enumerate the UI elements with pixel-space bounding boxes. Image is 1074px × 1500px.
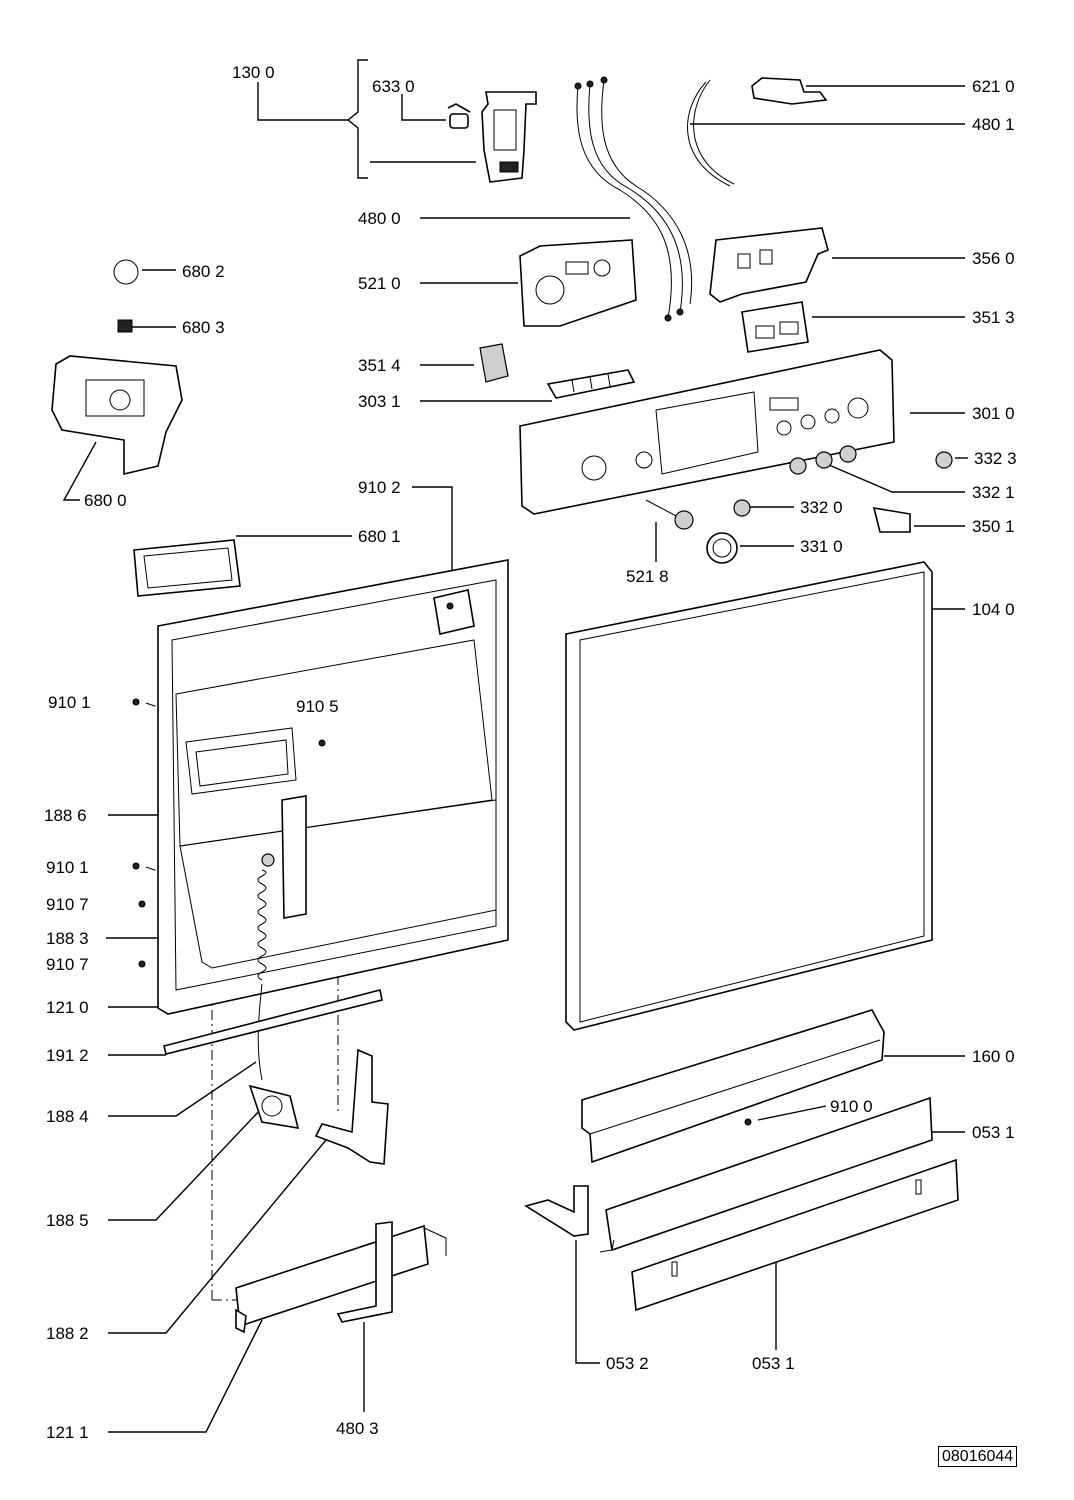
part-door-catch-1300 [481,91,537,183]
part-outer-door-1040 [565,561,933,1031]
label-9107-upper: 910 7 [46,895,89,914]
part-wiring-4800 [574,76,693,322]
label-1884: 188 4 [46,1107,89,1126]
label-6803: 680 3 [182,318,225,337]
label-4800: 480 0 [358,209,401,228]
label-1883: 188 3 [46,929,89,948]
part-cable-1884 [257,983,263,1081]
label-6801: 680 1 [358,527,401,546]
part-clip-6803 [117,319,133,333]
part-knobs-3321 [789,445,857,475]
label-1886: 188 6 [44,806,87,825]
label-3514: 351 4 [358,356,401,375]
part-strap-4803 [336,1221,393,1323]
label-6802: 680 2 [182,262,225,281]
label-1211: 121 1 [46,1423,89,1442]
label-5218: 521 8 [626,567,669,586]
label-3310: 331 0 [800,537,843,556]
part-seal-6802 [113,259,139,285]
label-6210: 621 0 [972,77,1015,96]
part-display-window-3501 [872,507,911,533]
label-3513: 351 3 [972,308,1015,327]
part-pulley-1885 [248,1084,300,1129]
part-dial-3310 [706,532,738,564]
label-5210: 521 0 [358,274,401,293]
label-3560: 356 0 [972,249,1015,268]
label-9101-upper: 910 1 [48,693,91,712]
label-9100: 910 0 [830,1097,873,1116]
leader-lines [62,59,968,1433]
part-bracket-3560 [709,227,829,303]
part-rail-1912 [163,989,383,1055]
part-wiring-4801 [687,79,735,187]
part-hinge-strap-1883 [281,795,307,919]
label-6330: 633 0 [372,77,415,96]
part-hinge-9102 [433,589,475,635]
label-9101-lower: 910 1 [46,858,89,877]
part-button-strip-3031 [546,369,636,399]
label-0531-bottom: 053 1 [752,1354,795,1373]
part-panel-0531-lower [631,1158,959,1312]
part-screws [132,698,752,1126]
part-control-panel-3010 [519,349,895,515]
label-9105: 910 5 [296,697,339,716]
part-connector-6210 [751,77,828,105]
label-0532: 053 2 [606,1354,649,1373]
label-3010: 301 0 [972,404,1015,423]
label-3320: 332 0 [800,498,843,517]
part-gasket-6801 [133,539,241,597]
part-bracket-0532 [524,1185,589,1237]
part-door-lock-6330 [447,103,471,129]
label-9107-lower: 910 7 [46,955,89,974]
label-0531-right: 053 1 [972,1123,1015,1142]
part-labels: 130 0 633 0 621 0 480 1 480 0 356 0 680 … [44,63,1017,1442]
part-selector-5218 [645,499,694,530]
label-3031: 303 1 [358,392,401,411]
part-spring-1883 [257,853,275,981]
part-knob-3320 [733,499,751,517]
label-1912: 191 2 [46,1046,89,1065]
part-membrane-3513 [741,301,809,353]
label-3501: 350 1 [972,517,1015,536]
part-control-board-5210 [519,239,637,327]
part-kickplate-1600 [581,1009,885,1164]
part-bracket-1882 [314,1048,389,1165]
label-9102: 910 2 [358,478,401,497]
label-1885: 188 5 [46,1211,89,1230]
label-1300: 130 0 [232,63,275,82]
drawing-code-box: 08016044 [938,1446,1018,1467]
part-switch-3514 [479,343,509,383]
label-4803: 480 3 [336,1419,379,1438]
part-detergent-dispenser-6800 [51,355,183,476]
part-knob-3323 [935,451,953,469]
label-1040: 104 0 [972,600,1015,619]
part-panel-0531-upper [599,1096,933,1253]
label-3321: 332 1 [972,483,1015,502]
label-1882: 188 2 [46,1324,89,1343]
label-4801: 480 1 [972,115,1015,134]
label-3323: 332 3 [974,449,1017,468]
label-1210: 121 0 [46,998,89,1017]
label-1600: 160 0 [972,1047,1015,1066]
part-inner-door-1210 [157,559,509,1015]
label-6800: 680 0 [84,491,127,510]
